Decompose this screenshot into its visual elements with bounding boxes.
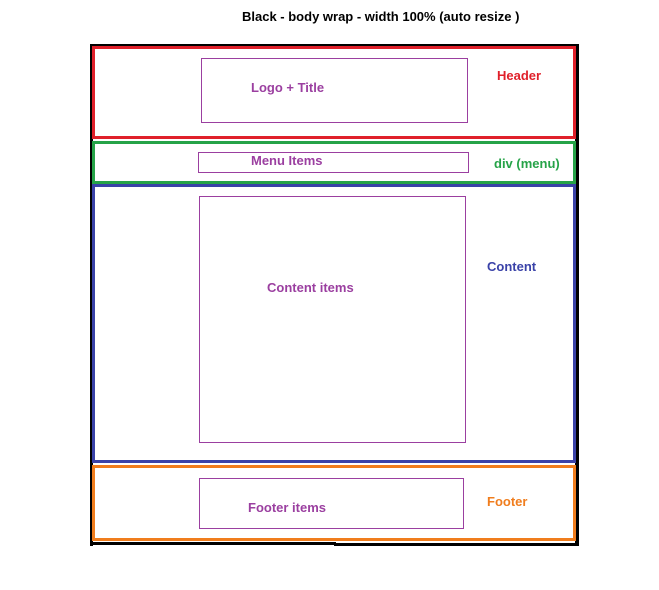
footer-label: Footer <box>487 494 528 509</box>
body-wrap-bottom-edge-right <box>334 543 579 546</box>
diagram-title: Black - body wrap - width 100% (auto res… <box>242 9 520 24</box>
menu-div-label: div (menu) <box>494 156 560 171</box>
content-box <box>92 184 576 463</box>
body-wrap-left-edge <box>90 294 93 544</box>
content-items-box <box>199 196 466 443</box>
header-label: Header <box>497 68 542 83</box>
footer-items-box <box>199 478 464 529</box>
content-items-label: Content items <box>267 280 354 295</box>
menu-items-box <box>198 152 469 173</box>
footer-box <box>92 465 576 541</box>
content-label: Content <box>487 259 537 274</box>
logo-title-box <box>201 58 468 123</box>
menu-items-label: Menu Items <box>251 153 323 168</box>
header-box <box>92 46 576 139</box>
body-wrap-bottom-edge-left <box>90 542 336 545</box>
menu-div-box <box>92 141 576 184</box>
logo-title-label: Logo + Title <box>251 80 325 95</box>
footer-items-label: Footer items <box>248 500 327 515</box>
